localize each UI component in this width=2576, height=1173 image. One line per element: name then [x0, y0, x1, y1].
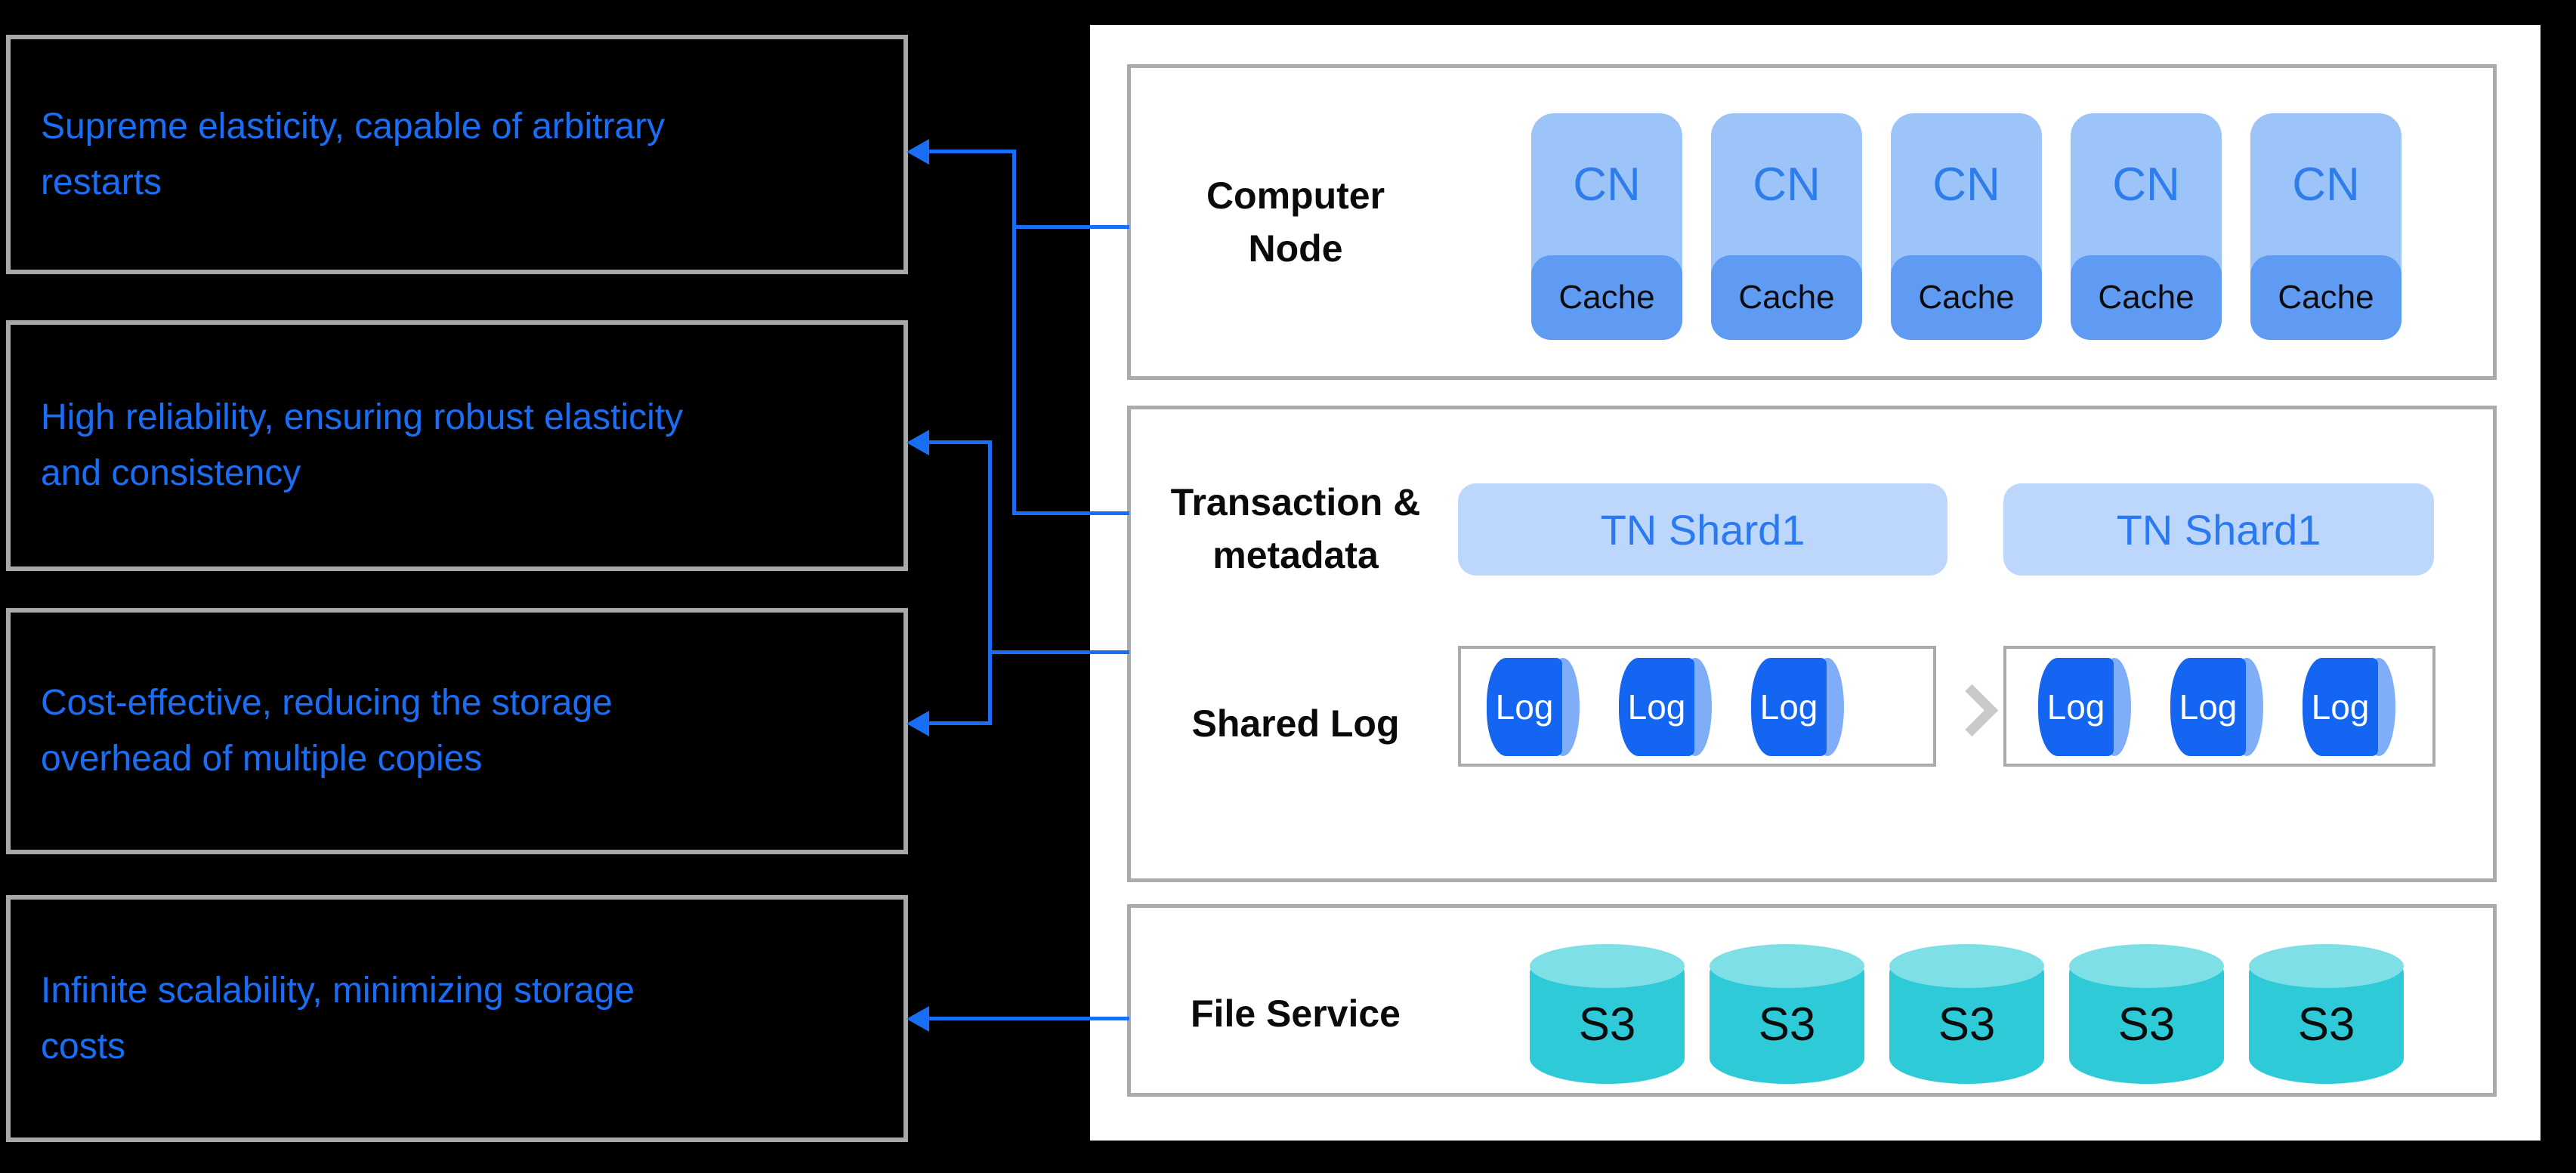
cn-label: CN	[1932, 158, 2000, 211]
transaction-label-line: Transaction &	[1170, 481, 1421, 523]
computer-node-label-line: Node	[1248, 227, 1343, 270]
feature-text-line: restarts	[41, 162, 162, 202]
connector-line	[928, 721, 992, 725]
s3-cylinder-icon: S3	[2069, 944, 2224, 1084]
log-label: Log	[2170, 658, 2246, 756]
computer-node-label: Computer Node	[1133, 169, 1458, 275]
log-cylinder-icon: Log	[2303, 658, 2395, 756]
connector-line	[928, 150, 1016, 153]
feature-box-reliability: High reliability, ensuring robust elasti…	[6, 320, 908, 571]
s3-cylinder-icon: S3	[1530, 944, 1685, 1084]
cn-node: CN Cache	[2071, 113, 2222, 340]
log-cylinder-icon: Log	[1751, 658, 1844, 756]
feature-text-line: High reliability, ensuring robust elasti…	[41, 397, 684, 437]
s3-cylinder-icon: S3	[2249, 944, 2404, 1084]
feature-text-line: Cost-effective, reducing the storage	[41, 683, 613, 723]
tn-shard-pill: TN Shard1	[1458, 483, 1947, 576]
connector-line	[928, 440, 992, 444]
log-cylinder-icon: Log	[1487, 658, 1580, 756]
feature-box-scalability: Infinite scalability, minimizing storage…	[6, 895, 908, 1142]
transaction-metadata-label: Transaction & metadata	[1133, 476, 1458, 582]
log-label: Log	[2038, 658, 2114, 756]
s3-label: S3	[1710, 965, 1864, 1084]
log-cylinder-icon: Log	[1619, 658, 1712, 756]
transaction-label-line: metadata	[1212, 534, 1379, 576]
feature-box-elasticity: Supreme elasticity, capable of arbitrary…	[6, 35, 908, 274]
log-cylinder-icon: Log	[2038, 658, 2131, 756]
file-service-label: File Service	[1191, 992, 1401, 1035]
cache-box: Cache	[1891, 255, 2042, 340]
log-label: Log	[2303, 658, 2378, 756]
s3-cylinder-top	[1530, 944, 1685, 988]
connector-line	[928, 1017, 1129, 1020]
arrowhead-left-icon	[907, 711, 929, 736]
feature-text-line: and consistency	[41, 453, 301, 493]
arrowhead-left-icon	[907, 1006, 929, 1032]
log-cylinder-icon: Log	[2170, 658, 2263, 756]
cache-box: Cache	[2071, 255, 2222, 340]
shared-log-label: Shared Log	[1191, 702, 1400, 745]
s3-cylinder-top	[2069, 944, 2224, 988]
cn-label: CN	[1573, 158, 1641, 211]
feature-text-line: overhead of multiple copies	[41, 739, 483, 779]
feature-text-line: Supreme elasticity, capable of arbitrary	[41, 106, 666, 147]
s3-cylinder-icon: S3	[1889, 944, 2044, 1084]
connector-line	[1012, 511, 1129, 515]
cache-box: Cache	[2250, 255, 2401, 340]
s3-cylinder-icon: S3	[1710, 944, 1864, 1084]
feature-box-cost: Cost-effective, reducing the storage ove…	[6, 608, 908, 854]
arrowhead-left-icon	[907, 430, 929, 455]
connector-line	[988, 440, 992, 725]
connector-line	[1012, 225, 1129, 229]
s3-cylinder-top	[1889, 944, 2044, 988]
s3-cylinder-top	[2249, 944, 2404, 988]
log-label: Log	[1487, 658, 1562, 756]
feature-text-line: costs	[41, 1026, 126, 1067]
cache-box: Cache	[1531, 255, 1682, 340]
tn-shard-pill: TN Shard1	[2003, 483, 2434, 576]
s3-cylinder-top	[1710, 944, 1864, 988]
feature-text-line: Infinite scalability, minimizing storage	[41, 970, 635, 1011]
computer-node-label-line: Computer	[1206, 174, 1385, 217]
cn-label: CN	[1753, 158, 1821, 211]
arrowhead-left-icon	[907, 139, 929, 165]
connector-line	[988, 650, 1129, 654]
cn-node: CN Cache	[1711, 113, 1862, 340]
cn-label: CN	[2112, 158, 2180, 211]
s3-label: S3	[2249, 965, 2404, 1084]
connector-line	[1012, 150, 1016, 515]
s3-label: S3	[1889, 965, 2044, 1084]
cn-label: CN	[2292, 158, 2360, 211]
cn-node: CN Cache	[2250, 113, 2401, 340]
cache-box: Cache	[1711, 255, 1862, 340]
log-label: Log	[1751, 658, 1827, 756]
cn-node: CN Cache	[1891, 113, 2042, 340]
log-label: Log	[1619, 658, 1694, 756]
cn-node: CN Cache	[1531, 113, 1682, 340]
